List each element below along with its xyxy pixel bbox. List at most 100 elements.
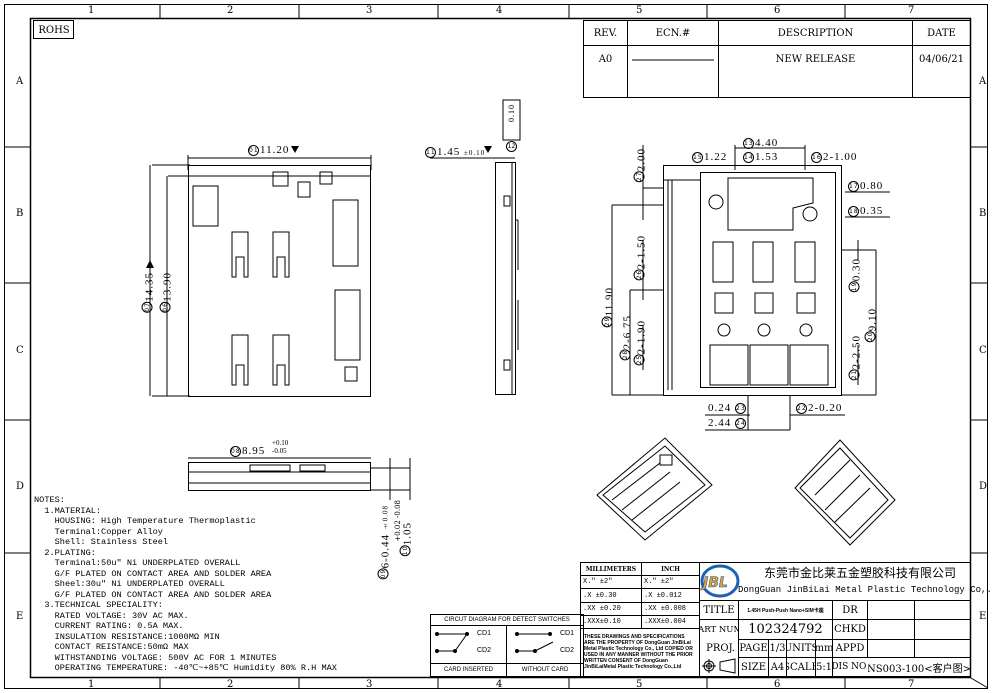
date-header: DATE [927, 27, 956, 39]
dim-27: 272.00 [634, 148, 648, 183]
dim-13: 134.40 [743, 137, 779, 150]
dim-26: 262-1.50 [634, 235, 648, 281]
notes: NOTES: 1.MATERIAL: HOUSING: High Tempera… [34, 495, 337, 673]
column-label: 3 [366, 679, 373, 690]
cd1-label: CD1 [477, 630, 492, 637]
column-label: 6 [774, 5, 781, 16]
row-label: D [16, 481, 25, 492]
description-value: NEW RELEASE [775, 53, 856, 65]
page-label: PAGE [739, 643, 768, 654]
company-logo: JBL [700, 564, 740, 598]
bottom-view [611, 145, 890, 431]
dim-29: 2911.90 [602, 287, 616, 328]
scale-label: SCALE [787, 661, 815, 673]
dim-22: 222-0.20 [796, 402, 843, 415]
mm-header: MILLIMETERS [585, 565, 637, 573]
dim-19: 190.30 [849, 258, 863, 293]
projection-symbol-icon [702, 658, 736, 674]
dim-height-front-tol: +0.02 -0.08 [394, 500, 402, 542]
side-view [430, 99, 521, 395]
row-label: A [979, 76, 987, 87]
row-label: D [979, 481, 988, 492]
dim-24: 2.44 24 [708, 417, 746, 430]
size-value: A4 [770, 661, 785, 673]
column-label: 1 [88, 679, 95, 690]
dim-16: 162-1.00 [811, 151, 858, 164]
scale-value: 5:1 [816, 661, 832, 673]
dim-height-outer: 0714.35 [142, 272, 156, 313]
column-label: 1 [88, 5, 95, 16]
property-disclaimer: THESE DRAWINGS AND SPECIFICATIONS ARE TH… [584, 634, 693, 670]
row-label: C [979, 345, 987, 356]
tol-inch: .XXX±0.004 [644, 618, 687, 626]
dim-17: 170.80 [848, 180, 884, 193]
column-label: 4 [496, 679, 503, 690]
column-label: 6 [774, 679, 781, 690]
dim-width-front-tol: +0.10-0.05 [272, 439, 289, 455]
dim-18: 180.35 [848, 205, 884, 218]
dim-21: 212-2.50 [849, 335, 863, 381]
date-value: 04/06/21 [919, 53, 964, 65]
company-name-cn: 东莞市金比莱五金塑胶科技有限公司 [764, 566, 957, 580]
top-view [149, 155, 372, 397]
drawn-by-label: DR [842, 604, 858, 616]
tol-mm: .XXX±0.10 [583, 618, 621, 626]
tol-inch: .XX ±0.008 [644, 605, 687, 613]
size-label: SIZE [740, 661, 767, 673]
description-header: DESCRIPTION [777, 27, 854, 39]
row-label: B [979, 208, 987, 219]
rev-header: REV. [593, 27, 618, 39]
page-value: 1/3 [769, 643, 786, 654]
without-card-label: WITHOUT CARD [521, 667, 569, 673]
column-label: 7 [908, 679, 915, 690]
row-label: E [16, 611, 24, 622]
cd2-label: CD2 [477, 647, 492, 654]
tol-inch: X." ±2" [644, 578, 674, 586]
column-label: 4 [496, 5, 503, 16]
dim-width-top: 0111.20 [248, 144, 290, 157]
approved-by-label: APPD [835, 643, 865, 654]
dim-flatness: 0.10 [507, 104, 516, 122]
dim-23: 0.24 23 [708, 402, 746, 415]
cd1-label: CD1 [560, 630, 575, 637]
rev-value: A0 [598, 53, 613, 65]
dim-height-inner: 0613.90 [160, 272, 174, 313]
column-label: 7 [908, 5, 915, 16]
company-name-en: DongGuan JinBiLai Metal Plastic Technolo… [738, 585, 992, 595]
tol-inch: .X ±0.012 [644, 591, 682, 600]
row-label: B [16, 208, 24, 219]
tol-mm: X." ±2" [583, 578, 613, 586]
card-inserted-label: CARD INSERTED [444, 667, 493, 673]
part-number-label: PART NUM. [700, 624, 738, 635]
isometric-view-left [596, 437, 713, 541]
dim-pins: 096-0.44 ±0.08 [378, 505, 392, 580]
units-label: UNITS [787, 643, 815, 654]
row-label: C [16, 345, 24, 356]
inch-header: INCH [661, 565, 680, 573]
title-label: TITLE [703, 604, 735, 616]
units-value: mm [816, 643, 832, 654]
dim-width-front: 088.95 [230, 445, 266, 458]
tol-mm: .XX ±0.20 [583, 605, 621, 613]
dim-thickness: 111.45 ±0.10 [425, 146, 486, 159]
title-value: 1.45H Push-Push Nano+SIM卡座 [747, 607, 824, 614]
column-label: 2 [227, 5, 234, 16]
checked-by-label: CHKD [834, 624, 866, 635]
column-label: 3 [366, 5, 373, 16]
tol-mm: .X ±0.30 [583, 591, 617, 600]
drawing-number-value: NS003-100<客户图> [868, 663, 970, 675]
dim-25: 252-1.90 [634, 320, 648, 366]
dim-20: 209.10 [865, 308, 879, 343]
projection-label: PROJ. [706, 643, 735, 654]
dim-15: 151.22 [692, 151, 728, 164]
isometric-view-right [794, 439, 896, 546]
front-view [188, 457, 411, 500]
dim-28: 282-6.75 [620, 315, 634, 361]
column-label: 5 [636, 679, 643, 690]
dim-flatness-num: 12 [506, 141, 517, 152]
column-label: 2 [227, 679, 234, 690]
column-label: 5 [636, 5, 643, 16]
row-label: A [16, 76, 24, 87]
part-number-value: 102324792 [748, 622, 823, 637]
